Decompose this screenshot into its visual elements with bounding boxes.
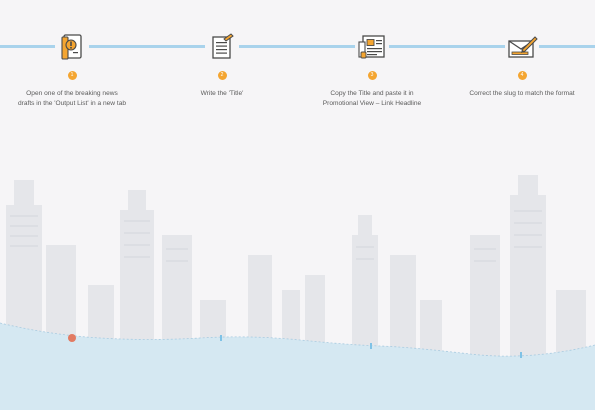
step-label: Open one of the breaking news drafts in … [17, 90, 127, 107]
step-2: 2 Write the 'Title' [157, 30, 287, 99]
newspaper-icon [355, 30, 389, 64]
step-number: 3 [367, 71, 377, 80]
progress-marker [68, 334, 76, 342]
pencil-document-icon [205, 30, 239, 64]
step-number: 1 [67, 71, 77, 80]
step-label: Copy the Title and paste it in Promotion… [322, 90, 422, 107]
wavy-ground [0, 323, 595, 410]
envelope-pencil-icon [505, 30, 539, 64]
step-number: 2 [217, 71, 227, 80]
progress-path [0, 322, 595, 357]
step-label: Correct the slug to match the format [469, 90, 575, 97]
step-3: 3 Copy the Title and paste it in Promoti… [307, 30, 437, 109]
step-number: 4 [517, 71, 527, 80]
checkpoint-marker [520, 352, 522, 358]
code-document-icon [55, 30, 89, 64]
checkpoint-marker [220, 335, 222, 341]
checkpoint-marker [370, 343, 372, 349]
step-1: 1 Open one of the breaking news drafts i… [7, 30, 137, 109]
step-4: 4 Correct the slug to match the format [457, 30, 587, 99]
skyline-windows [10, 210, 542, 262]
step-label: Write the 'Title' [200, 90, 244, 97]
timeline-line [0, 45, 595, 48]
